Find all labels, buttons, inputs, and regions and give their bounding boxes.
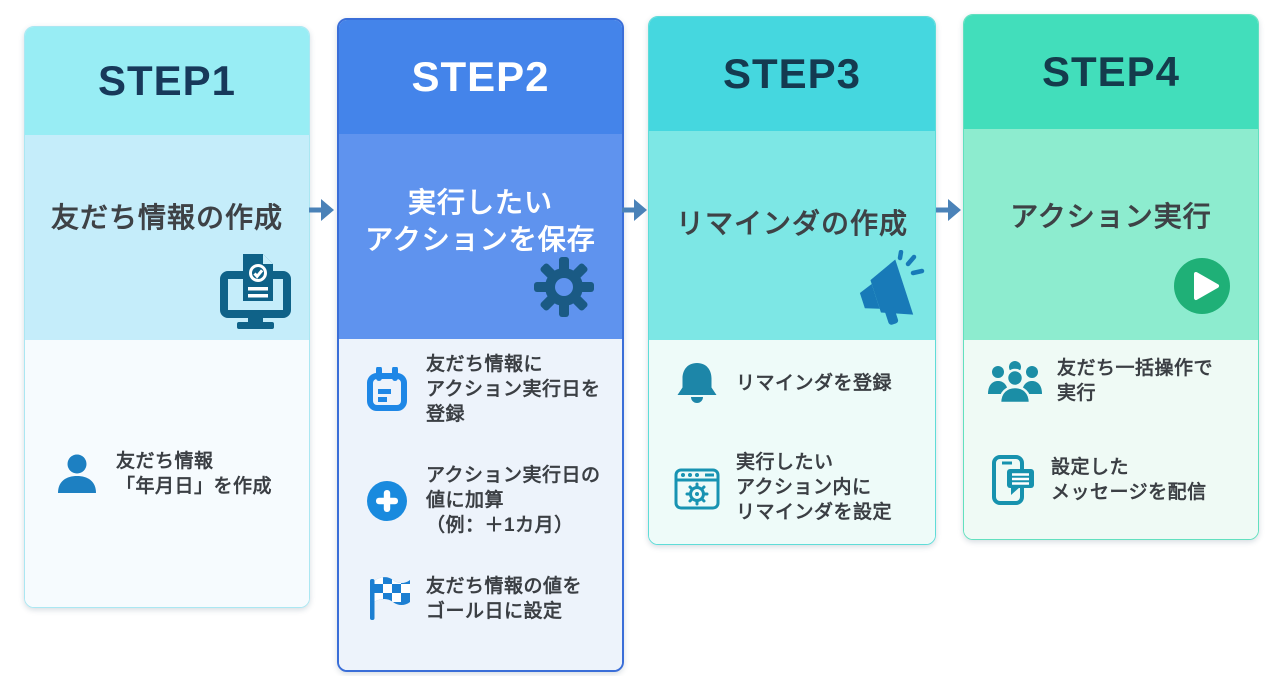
play-circle-icon xyxy=(1172,256,1232,316)
step3-header: STEP3 xyxy=(649,17,935,131)
arrow-right-icon xyxy=(308,197,335,223)
list-item: 友だち情報 「年月日」を作成 xyxy=(25,449,309,499)
bell-icon xyxy=(673,360,721,406)
step2-title: STEP2 xyxy=(411,53,550,100)
step-card-3: STEP3 リマインダの作成 xyxy=(648,16,936,545)
step3-panel: リマインダを登録 xyxy=(649,340,935,544)
list-item: 実行したい アクション内に リマインダを設定 xyxy=(649,450,935,525)
step-card-4: STEP4 アクション実行 xyxy=(963,14,1259,540)
list-item: アクション実行日の 値に加算 （例：＋1カ月） xyxy=(339,463,622,538)
step3-subtitle: リマインダの作成 xyxy=(675,208,908,239)
list-item: 設定した メッセージを配信 xyxy=(964,454,1258,506)
plus-circle-icon xyxy=(363,479,411,523)
step4-title: STEP4 xyxy=(1041,48,1181,95)
step2-body: 実行したい アクションを保存 xyxy=(339,134,622,339)
list-item: 友だち一括操作で 実行 xyxy=(964,356,1258,406)
gear-icon xyxy=(532,255,596,319)
megaphone-icon xyxy=(851,249,927,326)
step2-header: STEP2 xyxy=(339,20,622,134)
list-item-text: アクション実行日の 値に加算 （例：＋1カ月） xyxy=(426,465,601,536)
step4-subtitle: アクション実行 xyxy=(1010,201,1212,232)
person-icon xyxy=(53,451,101,497)
smartphone-message-icon xyxy=(988,454,1036,506)
list-item-text: 友だち情報に アクション実行日を 登録 xyxy=(426,354,601,425)
checkered-flag-icon xyxy=(363,575,411,623)
list-item-text: リマインダを登録 xyxy=(736,372,893,394)
step1-title: STEP1 xyxy=(97,57,237,104)
list-item-text: 友だち情報の値を ゴール日に設定 xyxy=(426,576,583,622)
list-item-text: 友だち一括操作で 実行 xyxy=(1057,358,1214,404)
step-card-2: STEP2 実行したい アクションを保存 xyxy=(337,18,624,672)
step4-body: アクション実行 xyxy=(964,129,1258,340)
step3-title: STEP3 xyxy=(722,50,862,97)
step3-body: リマインダの作成 xyxy=(649,131,935,340)
step4-header: STEP4 xyxy=(964,15,1258,129)
step1-header: STEP1 xyxy=(25,27,309,135)
arrow-right-icon xyxy=(935,197,962,223)
step1-subtitle: 友だち情報の作成 xyxy=(50,202,283,233)
step2-panel: 友だち情報に アクション実行日を 登録 アクション実行日の 値に加算 （例：＋ xyxy=(339,339,622,670)
arrow-right-icon xyxy=(621,197,648,223)
list-item-text: 実行したい アクション内に リマインダを設定 xyxy=(736,452,893,523)
list-item-text: 設定した メッセージを配信 xyxy=(1051,457,1207,503)
people-group-icon xyxy=(988,358,1042,404)
step1-panel: 友だち情報 「年月日」を作成 xyxy=(25,340,309,607)
list-item: 友だち情報の値を ゴール日に設定 xyxy=(339,574,622,624)
step-card-1: STEP1 友だち情報の作成 xyxy=(24,26,310,608)
step4-panel: 友だち一括操作で 実行 xyxy=(964,340,1258,539)
calendar-icon xyxy=(363,366,411,413)
browser-gear-icon xyxy=(673,464,721,512)
list-item-text: 友だち情報 「年月日」を作成 xyxy=(116,450,273,497)
list-item: 友だち情報に アクション実行日を 登録 xyxy=(339,352,622,427)
step1-body: 友だち情報の作成 xyxy=(25,135,309,340)
list-item: リマインダを登録 xyxy=(649,360,935,406)
step2-subtitle: 実行したい アクションを保存 xyxy=(365,187,596,255)
monitor-document-icon xyxy=(217,252,295,330)
